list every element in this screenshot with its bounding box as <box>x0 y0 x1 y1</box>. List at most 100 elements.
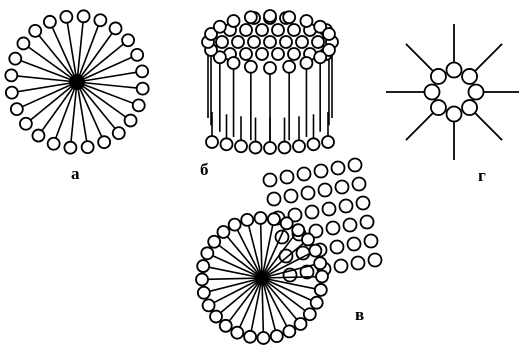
head-circle <box>336 181 349 194</box>
head-circle <box>250 142 262 154</box>
tail-line <box>406 44 434 72</box>
head-circle <box>136 65 148 77</box>
head-circle <box>48 138 60 150</box>
head-circle <box>331 241 344 254</box>
head-circle <box>352 257 365 270</box>
head-circle <box>431 100 446 115</box>
panel-b-label: б <box>200 161 209 178</box>
head-circle <box>110 22 122 34</box>
head-circle <box>133 99 145 111</box>
head-circle <box>462 100 477 115</box>
head-circle <box>281 217 293 229</box>
head-circle <box>348 238 361 251</box>
head-circle <box>322 136 334 148</box>
head-circle <box>268 193 281 206</box>
head-circle <box>327 222 340 235</box>
head-circle <box>94 14 106 26</box>
head-circle <box>323 203 336 216</box>
head-circle <box>264 36 276 48</box>
head-circle <box>206 136 218 148</box>
panel-a-spherical-micelle <box>5 10 148 153</box>
head-circle <box>217 226 229 238</box>
head-circle <box>197 260 209 272</box>
head-circle <box>208 236 220 248</box>
head-circle <box>312 36 324 48</box>
panel-v-oblique-micelle <box>196 159 381 344</box>
head-circle <box>288 24 300 36</box>
head-circle <box>314 257 326 269</box>
head-circle <box>32 130 44 142</box>
head-circle <box>361 216 374 229</box>
head-circle <box>311 297 323 309</box>
panel-b-cylindrical-micelle <box>202 10 338 154</box>
head-circle <box>295 318 307 330</box>
head-circle <box>248 36 260 48</box>
head-circle <box>283 325 295 337</box>
head-circle <box>319 184 332 197</box>
head-circle <box>302 187 315 200</box>
head-circle <box>271 330 283 342</box>
head-circle <box>196 273 208 285</box>
head-circle <box>323 28 335 40</box>
head-circle <box>281 171 294 184</box>
head-circle <box>264 10 276 22</box>
head-circle <box>125 115 137 127</box>
head-circle <box>315 165 328 178</box>
head-circle <box>113 127 125 139</box>
head-circle <box>20 118 32 130</box>
head-circle <box>257 332 269 344</box>
tail-line <box>207 278 262 279</box>
head-circle <box>344 219 357 232</box>
head-circle <box>425 85 440 100</box>
head-circle <box>300 57 312 69</box>
head-circle <box>60 11 72 23</box>
head-circle <box>308 138 320 150</box>
head-circle <box>17 37 29 49</box>
head-circle <box>462 69 477 84</box>
head-circle <box>220 320 232 332</box>
panel-v-label: в <box>355 306 364 323</box>
head-circle <box>309 245 321 257</box>
head-circle <box>283 11 295 23</box>
head-circle <box>365 235 378 248</box>
head-circle <box>264 62 276 74</box>
head-circle <box>315 284 327 296</box>
head-circle <box>240 24 252 36</box>
tail-line <box>474 44 502 72</box>
head-circle <box>221 138 233 150</box>
head-circle <box>264 174 277 187</box>
head-circle <box>228 15 240 27</box>
head-circle <box>131 49 143 61</box>
head-circle <box>255 212 267 224</box>
panel-g-reverse-micelle <box>386 24 519 160</box>
head-circle <box>298 168 311 181</box>
head-circle <box>264 142 276 154</box>
head-circle <box>11 103 23 115</box>
head-circle <box>332 162 345 175</box>
head-circle <box>137 83 149 95</box>
head-circle <box>293 140 305 152</box>
head-circle <box>244 331 256 343</box>
head-circle <box>369 254 382 267</box>
tail-line <box>474 112 502 140</box>
head-circle <box>314 51 326 63</box>
head-circle <box>340 200 353 213</box>
head-circle <box>353 178 366 191</box>
head-circle <box>304 308 316 320</box>
head-circle <box>272 24 284 36</box>
head-circle <box>232 36 244 48</box>
head-circle <box>229 219 241 231</box>
head-circle <box>268 213 280 225</box>
head-circle <box>231 327 243 339</box>
head-circle <box>335 260 348 273</box>
head-circle <box>272 48 284 60</box>
head-circle <box>9 53 21 65</box>
head-circle <box>203 299 215 311</box>
head-circle <box>245 11 257 23</box>
head-circle <box>64 142 76 154</box>
head-circle <box>210 311 222 323</box>
head-circle <box>283 61 295 73</box>
head-circle <box>316 271 328 283</box>
head-circle <box>245 61 257 73</box>
head-circle <box>122 34 134 46</box>
